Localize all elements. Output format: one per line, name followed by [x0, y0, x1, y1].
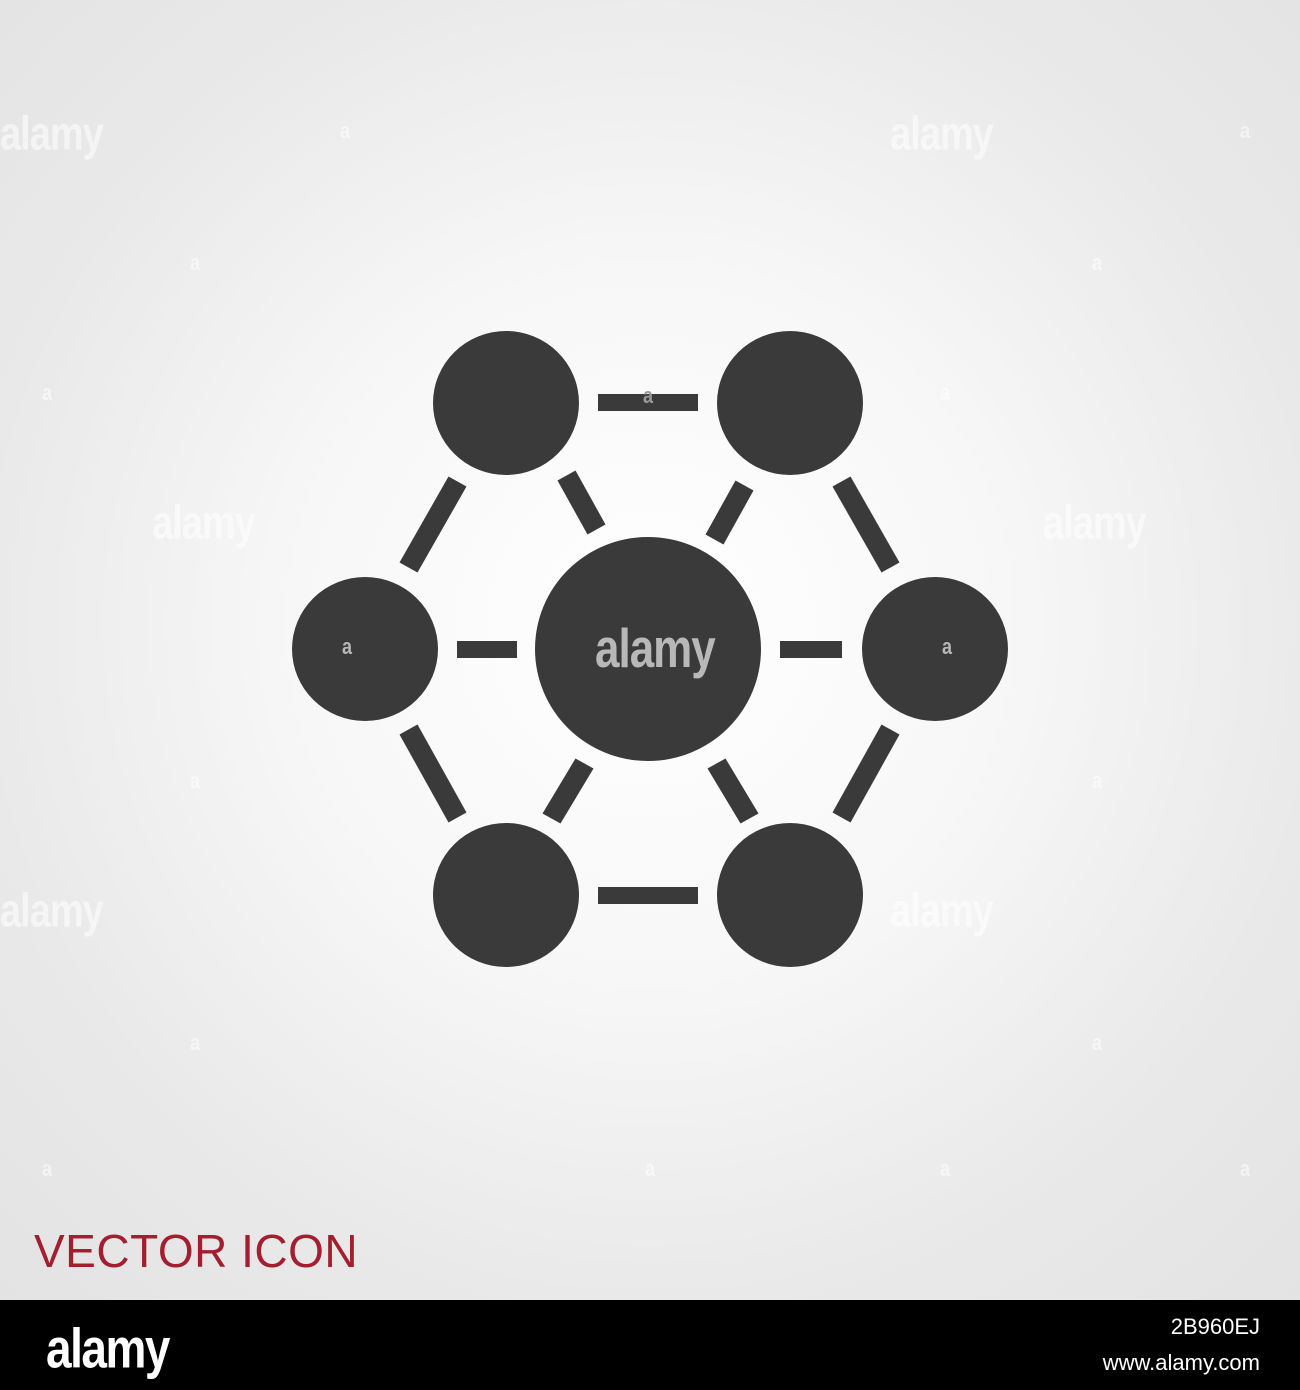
node-circle: [717, 823, 863, 967]
watermark-mark: a: [643, 383, 654, 408]
watermark-mark: a: [190, 250, 201, 275]
watermark-text: alamy: [152, 497, 256, 550]
node-circle: [292, 577, 438, 721]
watermark-mark: a: [42, 1156, 53, 1181]
watermark-mark: a: [940, 380, 951, 405]
connector-bar: [707, 758, 759, 824]
watermark-mark: a: [340, 118, 351, 143]
connector-bar: [598, 394, 698, 411]
connector-bar: [457, 641, 517, 658]
connector-bar: [832, 476, 900, 573]
watermark-mark: a: [1092, 250, 1103, 275]
connector-bar: [399, 476, 467, 573]
node-circle: [433, 823, 579, 967]
connector-bar: [399, 724, 467, 823]
watermark-mark: a: [190, 768, 201, 793]
watermark-mark: a: [42, 380, 53, 405]
watermark-mark: a: [1240, 118, 1251, 143]
node-circle: [717, 331, 863, 475]
footer-bar: alamy 2B960EJ www.alamy.com: [0, 1300, 1300, 1390]
node-circle: [433, 331, 579, 475]
node-circle: [862, 577, 1008, 721]
watermark-mark: a: [342, 634, 353, 659]
connector-bar: [705, 480, 754, 545]
connector-bar: [542, 758, 594, 824]
watermark-mark: a: [190, 1030, 201, 1055]
image-canvas: alamy alamy alamy alamy alamy alamy a a …: [0, 0, 1300, 1300]
watermark-text: alamy: [1043, 497, 1147, 550]
caption-text: VECTOR ICON: [34, 1225, 359, 1277]
network-hub-icon: [292, 331, 1008, 967]
site-url: www.alamy.com: [1102, 1350, 1260, 1375]
watermark-mark: a: [1092, 768, 1103, 793]
watermark-mark: a: [645, 1156, 656, 1181]
connector-bar: [832, 724, 900, 823]
watermark-text: alamy: [0, 885, 104, 938]
watermark-center: alamy: [595, 618, 716, 680]
connector-bar: [780, 641, 842, 658]
watermark-text: alamy: [890, 885, 994, 938]
watermark-mark: a: [1092, 1030, 1103, 1055]
alamy-logo: alamy: [46, 1317, 170, 1380]
connector-bar: [557, 470, 606, 535]
image-id: 2B960EJ: [1170, 1314, 1260, 1339]
watermark-text: alamy: [0, 108, 104, 161]
connector-bar: [598, 887, 698, 904]
watermark-mark: a: [942, 634, 953, 659]
watermark-mark: a: [940, 1156, 951, 1181]
watermark-text: alamy: [890, 108, 994, 161]
watermark-mark: a: [1240, 1156, 1251, 1181]
hub-circle: [535, 537, 761, 761]
